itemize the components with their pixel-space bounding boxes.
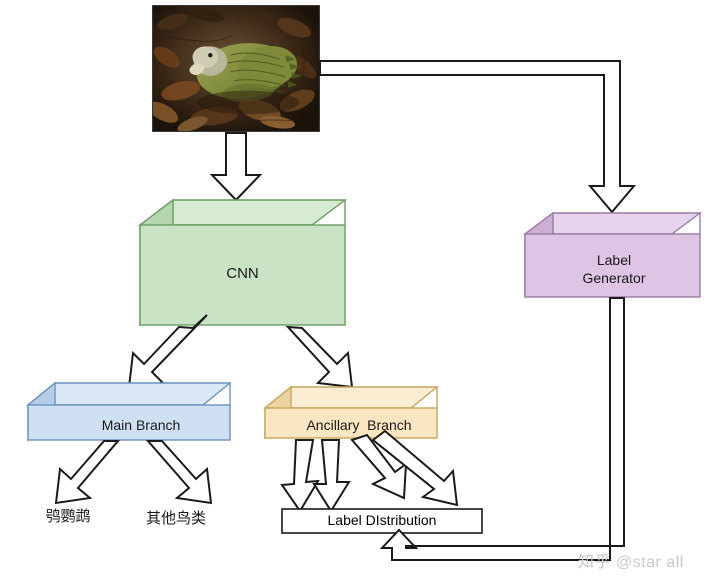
arrow-cnn-to-ancillary-branch (285, 325, 354, 389)
arrow-photo-to-cnn (209, 132, 263, 202)
node-label-distribution[interactable] (281, 508, 483, 534)
node-ancillary-branch[interactable] (263, 385, 439, 440)
kakapo-photo-illustration (153, 6, 319, 131)
arrow-ancillary-to-distribution-1 (280, 439, 320, 513)
arrow-ancillary-to-distribution-2 (312, 439, 351, 513)
arrow-main-branch-to-class-a (54, 440, 121, 505)
arrow-ancillary-to-distribution-4 (371, 429, 459, 507)
node-label-generator[interactable] (522, 211, 703, 299)
arrow-label-generator-to-distribution (379, 297, 625, 561)
arrow-ancillary-to-distribution-3 (350, 433, 408, 500)
arrow-main-branch-to-class-b (145, 440, 213, 505)
node-main-branch[interactable] (26, 381, 232, 442)
input-photo (152, 5, 320, 132)
arrow-cnn-to-main-branch (127, 314, 208, 389)
arrow-photo-to-label-generator (319, 60, 637, 214)
node-cnn[interactable] (137, 198, 348, 327)
